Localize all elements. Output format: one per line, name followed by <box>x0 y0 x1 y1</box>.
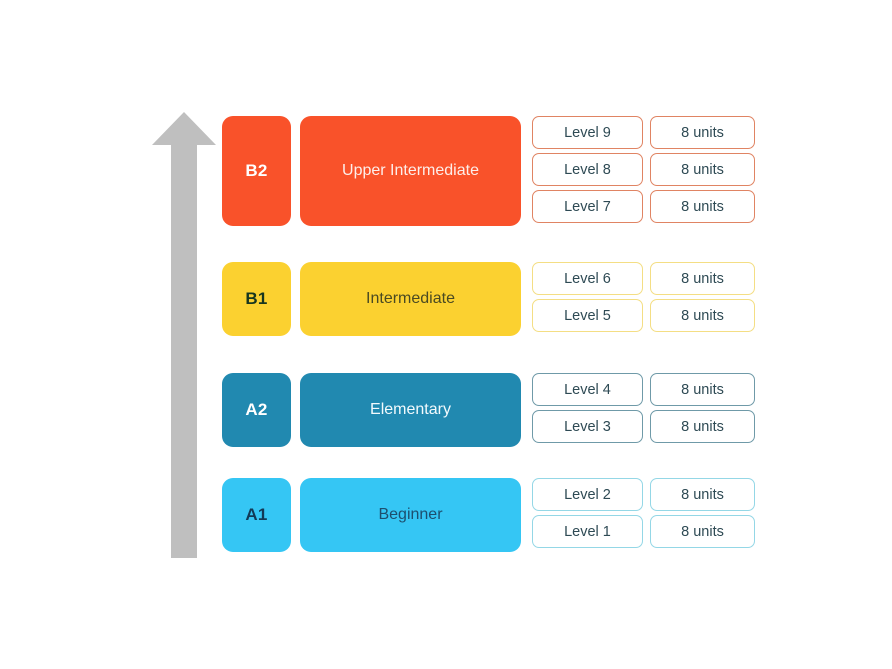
cefr-code-a1[interactable]: A1 <box>222 478 291 552</box>
cefr-name-b1[interactable]: Intermediate <box>300 262 521 336</box>
cefr-name-a1[interactable]: Beginner <box>300 478 521 552</box>
level-row: Level 7 8 units <box>532 190 755 223</box>
level-pill[interactable]: Level 8 <box>532 153 643 186</box>
units-pill[interactable]: 8 units <box>650 116 755 149</box>
level-row: Level 8 8 units <box>532 153 755 186</box>
cefr-row-b1: B1 Intermediate Level 6 8 units Level 5 … <box>222 262 755 336</box>
cefr-row-a1: A1 Beginner Level 2 8 units Level 1 8 un… <box>222 478 755 552</box>
level-row: Level 9 8 units <box>532 116 755 149</box>
progress-arrow-icon <box>152 112 216 558</box>
level-row: Level 4 8 units <box>532 373 755 406</box>
units-pill[interactable]: 8 units <box>650 190 755 223</box>
units-pill[interactable]: 8 units <box>650 478 755 511</box>
level-pill[interactable]: Level 3 <box>532 410 643 443</box>
level-pill[interactable]: Level 9 <box>532 116 643 149</box>
units-pill[interactable]: 8 units <box>650 515 755 548</box>
units-pill[interactable]: 8 units <box>650 153 755 186</box>
levels-column-b2: Level 9 8 units Level 8 8 units Level 7 … <box>532 116 755 223</box>
cefr-code-a2[interactable]: A2 <box>222 373 291 447</box>
levels-column-a1: Level 2 8 units Level 1 8 units <box>532 478 755 548</box>
cefr-row-a2: A2 Elementary Level 4 8 units Level 3 8 … <box>222 373 755 447</box>
cefr-code-b1[interactable]: B1 <box>222 262 291 336</box>
level-pill[interactable]: Level 5 <box>532 299 643 332</box>
units-pill[interactable]: 8 units <box>650 373 755 406</box>
units-pill[interactable]: 8 units <box>650 262 755 295</box>
level-row: Level 1 8 units <box>532 515 755 548</box>
cefr-name-a2[interactable]: Elementary <box>300 373 521 447</box>
level-pill[interactable]: Level 2 <box>532 478 643 511</box>
cefr-row-b2: B2 Upper Intermediate Level 9 8 units Le… <box>222 116 755 226</box>
level-pill[interactable]: Level 4 <box>532 373 643 406</box>
level-row: Level 2 8 units <box>532 478 755 511</box>
level-pill[interactable]: Level 6 <box>532 262 643 295</box>
level-row: Level 5 8 units <box>532 299 755 332</box>
cefr-name-b2[interactable]: Upper Intermediate <box>300 116 521 226</box>
level-row: Level 3 8 units <box>532 410 755 443</box>
levels-column-b1: Level 6 8 units Level 5 8 units <box>532 262 755 332</box>
cefr-code-b2[interactable]: B2 <box>222 116 291 226</box>
units-pill[interactable]: 8 units <box>650 299 755 332</box>
levels-column-a2: Level 4 8 units Level 3 8 units <box>532 373 755 443</box>
level-row: Level 6 8 units <box>532 262 755 295</box>
units-pill[interactable]: 8 units <box>650 410 755 443</box>
level-pill[interactable]: Level 1 <box>532 515 643 548</box>
level-pill[interactable]: Level 7 <box>532 190 643 223</box>
